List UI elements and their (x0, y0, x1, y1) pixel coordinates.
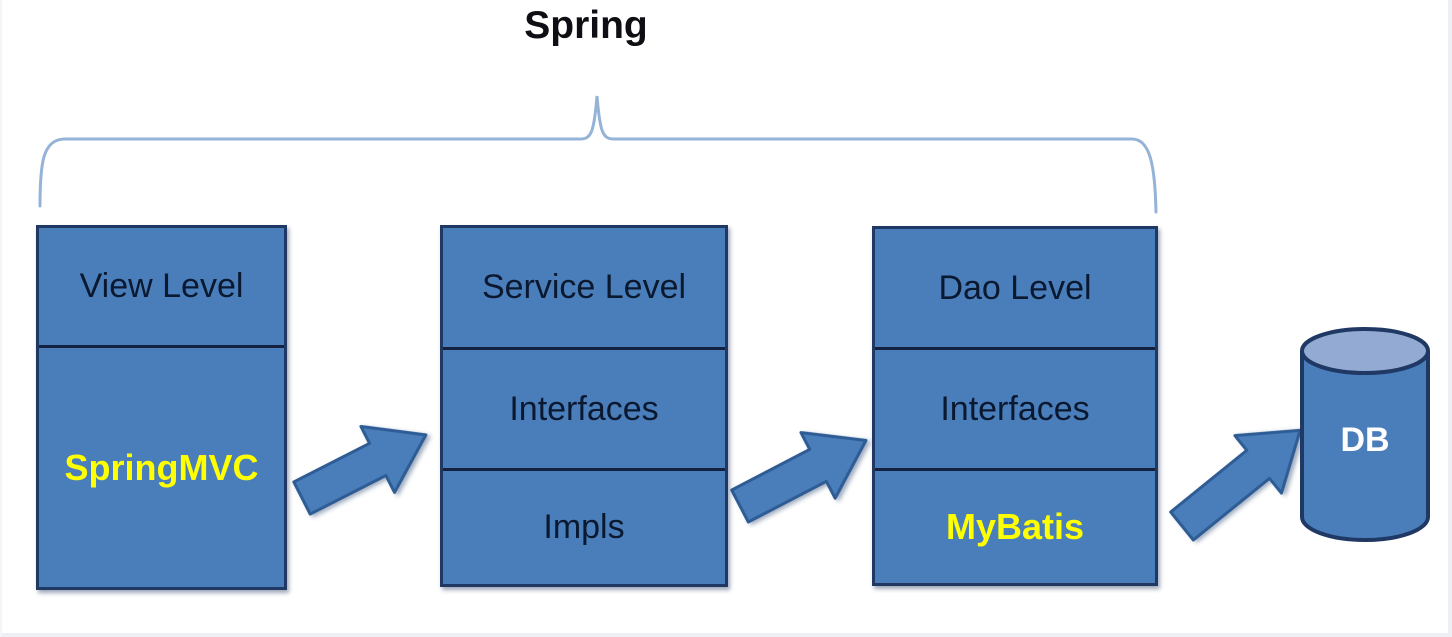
box-view-layer: View Level SpringMVC (36, 225, 287, 590)
arrow-right-up-icon (1169, 428, 1302, 542)
arrow-right-up-icon (730, 431, 868, 524)
page-edge-bottom (0, 633, 1452, 637)
box-section-label: Dao Level (938, 268, 1092, 307)
arrow-right-up-icon (292, 424, 428, 516)
database-cylinder-icon (1300, 327, 1430, 542)
database-label: DB (1340, 421, 1390, 459)
diagram-title: Spring (524, 4, 648, 47)
box-service-layer: Service Level Interfaces Impls (440, 225, 728, 587)
box-section-label: Interfaces (875, 347, 1155, 468)
box-dao-layer: Dao Level Interfaces MyBatis (872, 226, 1158, 586)
box-section-label: Interfaces (443, 347, 725, 468)
box-section-label: Impls (443, 468, 725, 584)
box-section-label-highlight: SpringMVC (39, 345, 284, 587)
box-section-label: View Level (79, 267, 244, 305)
page-edge-left (0, 0, 2, 637)
box-section-label: Service Level (481, 268, 687, 306)
box-section-label-highlight: MyBatis (875, 468, 1155, 583)
curly-brace-icon (38, 95, 1158, 214)
page-edge-right (1448, 0, 1452, 637)
